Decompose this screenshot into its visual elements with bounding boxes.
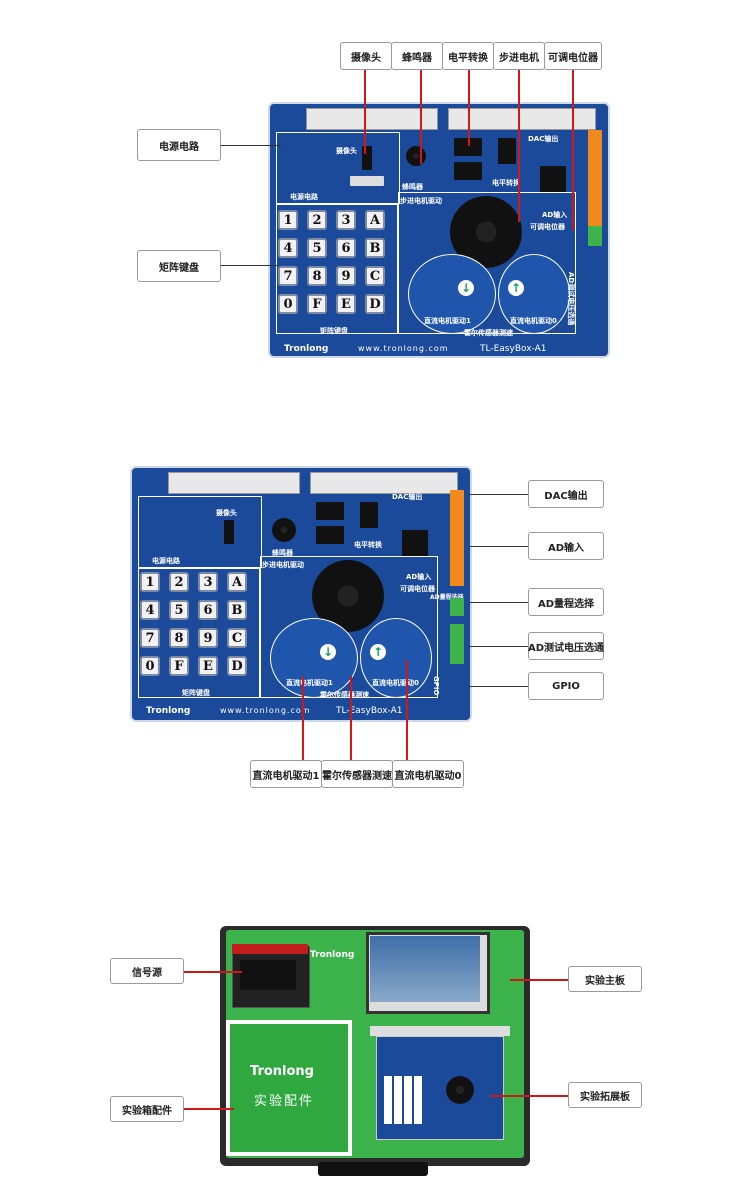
board2-model: TL-EasyBox-A1 <box>336 706 403 716</box>
board1-hall-label: 霍尔传感器测速 <box>464 329 513 337</box>
keypad-key: 4 <box>278 238 298 258</box>
board2-ad-in-label: AD输入 <box>406 573 432 581</box>
keypad-key: D <box>365 294 385 314</box>
callout-gpio: GPIO <box>528 672 604 700</box>
case-accessory-brand: Tronlong <box>250 1064 314 1079</box>
callout-hall: 霍尔传感器测速 <box>321 760 393 788</box>
callout-camera: 摄像头 <box>340 42 392 70</box>
board1-model: TL-EasyBox-A1 <box>480 344 547 354</box>
keypad-key: 9 <box>198 628 218 648</box>
callout-signal-source: 信号源 <box>110 958 184 984</box>
board2-camera-label: 摄像头 <box>216 509 237 517</box>
callout-dc1: 直流电机驱动1 <box>250 760 322 788</box>
board2-dc1-label: 直流电机驱动1 <box>286 679 333 687</box>
keypad-key: 5 <box>307 238 327 258</box>
board2-stepper-label: 步进电机驱动 <box>262 561 304 569</box>
keypad-key: 9 <box>336 266 356 286</box>
callout-dac-output: DAC输出 <box>528 480 604 508</box>
callout-main-board: 实验主板 <box>568 966 642 992</box>
board1-ad-test-label: AD测试电压选通 <box>567 272 575 326</box>
keypad-key: E <box>336 294 356 314</box>
callout-pot: 可调电位器 <box>544 42 602 70</box>
keypad-key: 5 <box>169 600 189 620</box>
board2-url: www.tronlong.com <box>220 706 311 715</box>
keypad-key: 0 <box>278 294 298 314</box>
keypad-key: E <box>198 656 218 676</box>
board2-keypad-label: 矩阵键盘 <box>182 689 210 697</box>
board1-dac-label: DAC输出 <box>528 135 559 143</box>
board2-buzzer-label: 蜂鸣器 <box>272 549 293 557</box>
callout-ad-range: AD量程选择 <box>528 588 604 616</box>
board1-stepper-label: 步进电机驱动 <box>400 197 442 205</box>
board2-brand: Tronlong <box>146 706 191 716</box>
board1-camera-label: 摄像头 <box>336 147 357 155</box>
keypad-key: 4 <box>140 600 160 620</box>
board2-dac-label: DAC输出 <box>392 493 423 501</box>
keypad-key: C <box>227 628 247 648</box>
keypad-key: B <box>365 238 385 258</box>
board2-power-label: 电源电路 <box>152 557 180 565</box>
board1-dc1-label: 直流电机驱动1 <box>424 317 471 325</box>
keypad-key: 7 <box>278 266 298 286</box>
experiment-case: Tronlong Tronlong 实验配件 <box>220 926 530 1166</box>
keypad-key: 2 <box>307 210 327 230</box>
keypad-key: F <box>169 656 189 676</box>
board1-ad-in-label: AD输入 <box>542 211 568 219</box>
keypad-key: D <box>227 656 247 676</box>
case-brand-top: Tronlong <box>310 950 355 960</box>
board2-ad-range-label: AD量程选择 <box>430 594 464 601</box>
keypad-key: 1 <box>278 210 298 230</box>
callout-ad-input: AD输入 <box>528 532 604 560</box>
callout-level-shift: 电平转换 <box>442 42 494 70</box>
keypad-key: 2 <box>169 572 189 592</box>
board1-level-label: 电平转换 <box>492 179 520 187</box>
callout-power: 电源电路 <box>137 129 221 161</box>
callout-buzzer: 蜂鸣器 <box>391 42 443 70</box>
keypad-key: A <box>227 572 247 592</box>
keypad-key: 7 <box>140 628 160 648</box>
keypad-key: 8 <box>307 266 327 286</box>
board1-keypad-label: 矩阵键盘 <box>320 327 348 335</box>
keypad-key: 6 <box>336 238 356 258</box>
callout-accessories: 实验箱配件 <box>110 1096 184 1122</box>
keypad-key: 3 <box>336 210 356 230</box>
board2-hall-label: 霍尔传感器测速 <box>320 691 369 699</box>
case-accessory-text: 实验配件 <box>254 1094 315 1109</box>
callout-dc0: 直流电机驱动0 <box>392 760 464 788</box>
keypad-key: 1 <box>140 572 160 592</box>
board1-brand: Tronlong <box>284 344 329 354</box>
callout-expansion-board: 实验拓展板 <box>568 1082 642 1108</box>
keypad-key: 0 <box>140 656 160 676</box>
keypad-key: F <box>307 294 327 314</box>
board-image-1: 电源电路 摄像头 蜂鸣器 步进电机驱动 电平转换 DAC输出 AD输入 可调电位… <box>268 102 610 358</box>
board1-pot-label: 可调电位器 <box>530 223 565 231</box>
keypad-key: 8 <box>169 628 189 648</box>
callout-ad-test-voltage: AD测试电压选通 <box>528 632 604 660</box>
keypad-key: 3 <box>198 572 218 592</box>
keypad-key: C <box>365 266 385 286</box>
board2-pot-label: 可调电位器 <box>400 585 435 593</box>
board1-dc0-label: 直流电机驱动0 <box>510 317 557 325</box>
board2-gpio-label: GPIO <box>432 676 440 696</box>
board2-level-label: 电平转换 <box>354 541 382 549</box>
board2-dc0-label: 直流电机驱动0 <box>372 679 419 687</box>
board1-buzzer-label: 蜂鸣器 <box>402 183 423 191</box>
board1-url: www.tronlong.com <box>358 344 449 353</box>
callout-keypad: 矩阵键盘 <box>137 250 221 282</box>
board-image-2: 电源电路 摄像头 蜂鸣器 步进电机驱动 电平转换 DAC输出 AD输入 可调电位… <box>130 466 472 722</box>
keypad-key: A <box>365 210 385 230</box>
callout-stepper: 步进电机 <box>493 42 545 70</box>
keypad-key: B <box>227 600 247 620</box>
keypad-key: 6 <box>198 600 218 620</box>
board1-power-label: 电源电路 <box>290 193 318 201</box>
